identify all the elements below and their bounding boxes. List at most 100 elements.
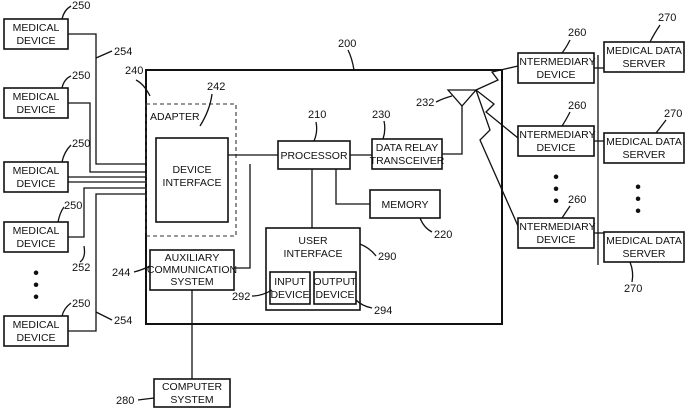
medical-device-5-ref: 250 (72, 298, 90, 310)
medical-device-4-ref: 250 (64, 200, 82, 212)
medical-data-server-2-leader (656, 120, 666, 133)
intermediary-device-2-leader (562, 112, 570, 126)
memory-block: MEMORY (370, 190, 440, 218)
medical-device-3-label-line1: MEDICAL (13, 165, 60, 177)
processor-block: PROCESSOR (278, 141, 350, 169)
bus-ref-middle-leader (80, 246, 85, 262)
user-interface-ref: 290 (378, 251, 396, 263)
intermediary-ellipsis-dot-3: • (553, 193, 559, 210)
intermediary-device-1-ref: 260 (568, 27, 586, 39)
device-interface-block: DEVICE INTERFACE (156, 138, 228, 222)
user-interface-block: USER INTERFACE INPUT DEVICE OUTPUT DEVIC… (266, 228, 360, 310)
input-device-line1: INPUT (274, 276, 306, 288)
medical-data-server-1: MEDICAL DATA SERVER (604, 42, 684, 72)
device-interface-line1: DEVICE (172, 164, 211, 176)
intermediary-device-1: INTERMEDIARY DEVICE (516, 53, 595, 83)
transceiver-line2: TRANSCEIVER (370, 155, 445, 167)
adapter-inner-ref: 242 (207, 81, 225, 93)
medical-device-4-label-line1: MEDICAL (13, 225, 60, 237)
intermediary-device-3: INTERMEDIARY DEVICE (516, 218, 595, 248)
medical-data-server-1-line1: MEDICAL DATA (606, 45, 682, 57)
medical-device-1: MEDICAL DEVICE (4, 19, 68, 49)
medical-data-server-3-line2: SERVER (623, 248, 666, 260)
user-interface-line2: INTERFACE (284, 248, 343, 260)
computer-line1: COMPUTER (162, 381, 223, 393)
medical-device-2: MEDICAL DEVICE (4, 88, 68, 118)
medical-data-server-2: MEDICAL DATA SERVER (604, 133, 684, 163)
intermediary-device-3-ref: 260 (568, 194, 586, 206)
input-device-line2: DEVICE (270, 289, 309, 301)
intermediary-device-1-leader (562, 40, 570, 53)
transceiver-block: DATA RELAY TRANSCEIVER (370, 139, 445, 169)
aux-comm-line2: COMMUNICATION (147, 264, 237, 276)
medical-data-server-2-ref: 270 (664, 108, 682, 120)
output-device-line2: DEVICE (315, 289, 354, 301)
processor-label: PROCESSOR (280, 150, 348, 162)
adapter-ref: 240 (125, 65, 143, 77)
intermediary-device-3-leader (562, 206, 570, 218)
computer-ref-leader (138, 398, 154, 400)
antenna-ref: 232 (416, 97, 434, 109)
medical-device-3: MEDICAL DEVICE (4, 162, 68, 192)
intermediary-device-1-line1: INTERMEDIARY (516, 56, 595, 68)
intermediary-device-3-line1: INTERMEDIARY (516, 221, 595, 233)
medical-device-1-label-line2: DEVICE (16, 35, 55, 47)
medical-device-5-label-line2: DEVICE (16, 332, 55, 344)
bus-ref-top: 254 (114, 46, 132, 58)
bus-ref-top-leader (96, 51, 112, 58)
medical-device-2-leader (62, 76, 71, 88)
medical-data-server-3-line1: MEDICAL DATA (606, 235, 682, 247)
server-bus-wiring (594, 55, 604, 265)
memory-ref: 220 (434, 229, 452, 241)
medical-device-5: MEDICAL DEVICE (4, 316, 68, 346)
medical-device-2-label-line2: DEVICE (16, 104, 55, 116)
intermediary-device-2-ref: 260 (568, 100, 586, 112)
medical-data-server-3: MEDICAL DATA SERVER (604, 232, 684, 262)
medical-data-server-3-ref: 270 (624, 283, 642, 295)
medical-device-3-label-line2: DEVICE (16, 178, 55, 190)
medical-device-1-leader (62, 6, 71, 19)
intermediary-device-2-line2: DEVICE (536, 142, 575, 154)
computer-system-block: COMPUTER SYSTEM (154, 379, 230, 407)
medical-device-3-ref: 250 (72, 138, 90, 150)
medical-device-5-label-line1: MEDICAL (13, 319, 60, 331)
medical-data-server-2-line2: SERVER (623, 149, 666, 161)
bus-ref-bottom: 254 (114, 315, 132, 327)
medical-data-server-1-line2: SERVER (623, 58, 666, 70)
medical-device-4: MEDICAL DEVICE (4, 222, 68, 252)
processor-ref: 210 (308, 109, 326, 121)
medical-device-2-label-line1: MEDICAL (13, 91, 60, 103)
computer-line2: SYSTEM (170, 394, 213, 406)
device-ellipsis-dot-3: • (33, 289, 39, 306)
medical-data-server-1-leader (650, 25, 660, 42)
input-device-ref: 292 (232, 291, 250, 303)
medical-device-1-ref: 250 (72, 0, 90, 12)
intermediary-device-2-line1: INTERMEDIARY (516, 129, 595, 141)
user-interface-line1: USER (298, 235, 328, 247)
medical-device-3-leader (62, 145, 71, 162)
output-device-ref: 294 (374, 305, 392, 317)
aux-comm-ref: 244 (112, 267, 130, 279)
medical-device-4-leader (58, 207, 64, 222)
transceiver-ref: 230 (372, 109, 390, 121)
output-device-line1: OUTPUT (313, 276, 357, 288)
system-ref: 200 (338, 38, 356, 50)
aux-comm-line3: SYSTEM (170, 276, 213, 288)
server-ellipsis-dot-3: • (635, 203, 641, 220)
medical-device-1-label-line1: MEDICAL (13, 22, 60, 34)
medical-data-server-3-leader (630, 262, 633, 282)
medical-device-4-label-line2: DEVICE (16, 238, 55, 250)
medical-data-server-2-line1: MEDICAL DATA (606, 136, 682, 148)
transceiver-line1: DATA RELAY (376, 142, 438, 154)
computer-ref: 280 (116, 395, 134, 407)
memory-label: MEMORY (381, 199, 428, 211)
medical-device-5-leader (62, 303, 71, 316)
device-interface-line2: INTERFACE (163, 177, 222, 189)
aux-comm-block: AUXILIARY COMMUNICATION SYSTEM (147, 250, 237, 290)
system-ref-leader (348, 50, 354, 70)
bus-ref-middle: 252 (72, 262, 90, 274)
bus-ref-bottom-leader (96, 312, 112, 320)
intermediary-device-1-line2: DEVICE (536, 69, 575, 81)
